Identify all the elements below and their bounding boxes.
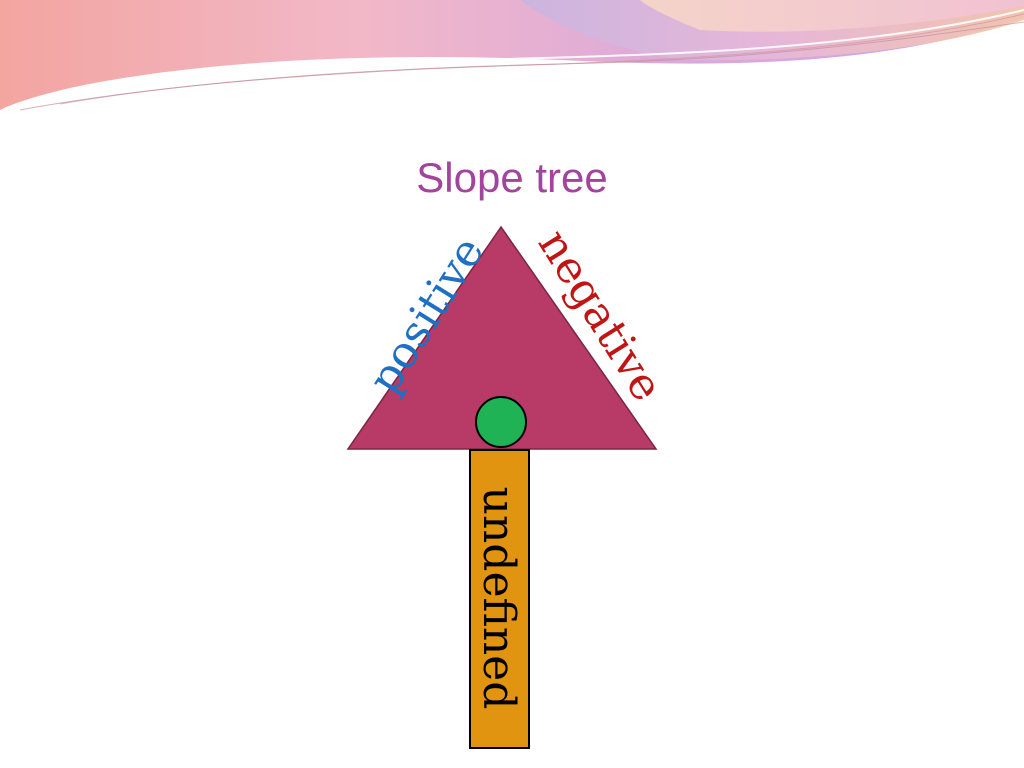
decorative-banner: [0, 0, 1024, 113]
tree-trunk: [469, 449, 530, 749]
slide-title: Slope tree: [416, 154, 608, 201]
tree-knot-circle: [475, 396, 527, 448]
undefined-label: undefined: [473, 487, 524, 710]
